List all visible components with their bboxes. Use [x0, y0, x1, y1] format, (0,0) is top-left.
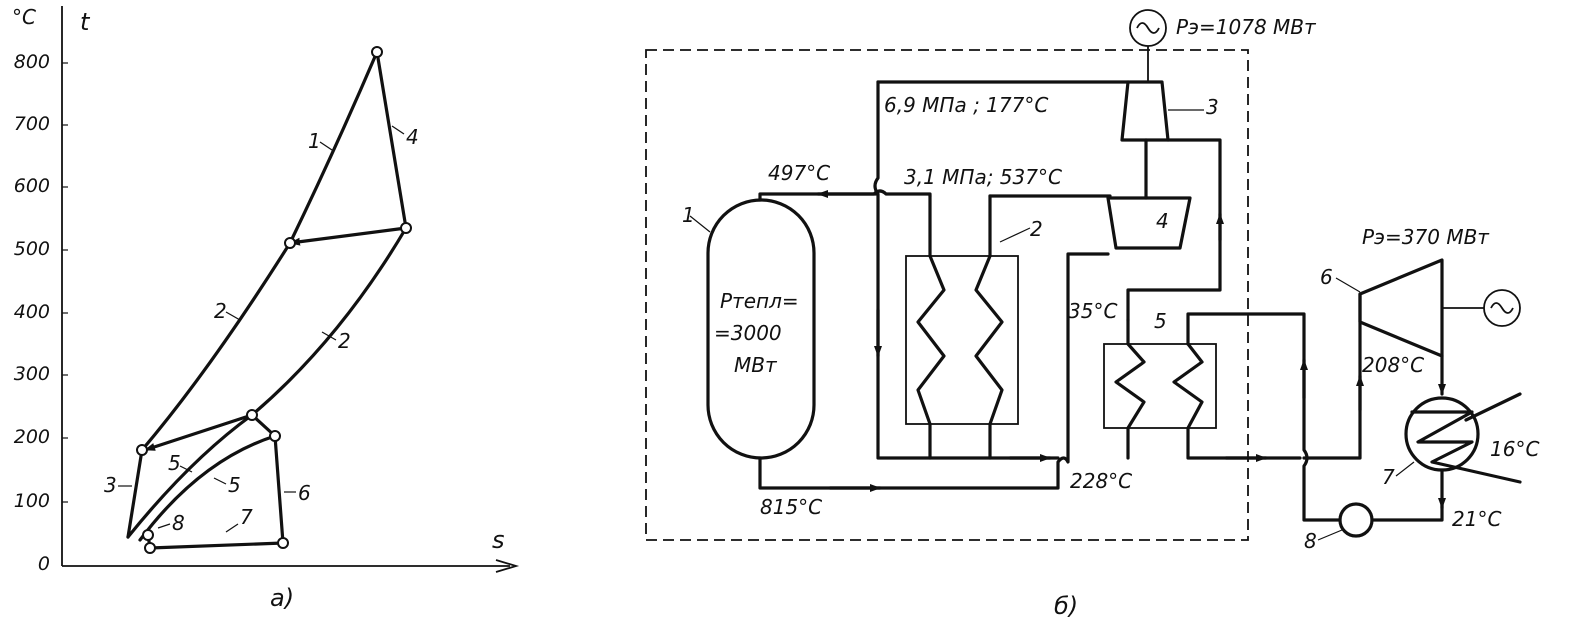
x-axis-label: s [492, 526, 505, 554]
tilde-icon [1136, 22, 1160, 34]
heat-exchanger-2 [905, 255, 1019, 425]
pump-8 [1338, 502, 1374, 538]
y-tick-label: 700 [14, 113, 50, 135]
curve-reheat-return [288, 226, 408, 246]
label-497: 497°C [768, 161, 830, 185]
tilde-icon [1490, 302, 1514, 314]
component-label-2: 2 [1030, 217, 1043, 241]
y-tick-label: 400 [14, 301, 50, 323]
y-tick-label: 300 [14, 363, 50, 385]
curve-label: 2 [338, 329, 351, 353]
pipe-to-turbine-6 [1302, 292, 1362, 460]
component-label-1: 1 [682, 203, 695, 227]
component-label-7: 7 [1382, 465, 1395, 489]
curve-5-steam [138, 434, 277, 542]
label-21: 21°C [1452, 507, 1501, 531]
label-815: 815°C [760, 495, 822, 519]
curve-label: 1 [308, 129, 321, 153]
curve-2-cooling [250, 226, 408, 417]
he2-coil-a [916, 194, 1060, 460]
reactor-power-2: =3000 [714, 321, 782, 345]
reactor-power-3: МВт [734, 353, 778, 377]
component-label-6: 6 [1320, 265, 1333, 289]
y-axis-unit: °C [12, 5, 36, 29]
curve-label: 8 [172, 511, 185, 535]
turbine-6 [1358, 258, 1444, 358]
plant-schema: Pэ=1078 МВт 3 4 1 Pтепл= =3000 МВт 2 5 [645, 9, 1539, 620]
generator-right-power: Pэ=370 МВт [1362, 225, 1490, 249]
he5-coil-b [1172, 342, 1302, 460]
component-label-5: 5 [1154, 309, 1167, 333]
pipe-left-return [873, 80, 932, 460]
compressor-4 [1106, 196, 1192, 250]
y-tick-marks [62, 62, 68, 503]
label-228: 228°C [1070, 469, 1132, 493]
curve-5-low [126, 413, 254, 539]
y-tick-label: 100 [14, 490, 50, 512]
turbine-3 [1120, 80, 1170, 142]
ts-diagram: °C t s 0 100 200 300 400 500 600 700 800 [12, 5, 520, 612]
component-label-4: 4 [1156, 209, 1169, 233]
cooling-water-in [1464, 392, 1522, 422]
y-tick-label: 0 [38, 553, 50, 575]
component-label-3: 3 [1206, 95, 1219, 119]
pipe-condensate [1370, 502, 1444, 522]
condenser-7 [1404, 396, 1480, 472]
curve-1-2-heating [140, 50, 379, 452]
curve-label: 5 [168, 451, 181, 475]
state-points [136, 46, 412, 554]
generator-right-icon [1483, 289, 1521, 327]
label-3-1mpa: 3,1 МПа; 537°C [904, 165, 1062, 189]
generator-top-power: Pэ=1078 МВт [1176, 15, 1317, 39]
curve-label: 3 [104, 473, 117, 497]
curve-label: 6 [298, 481, 311, 505]
curve-label: 5 [228, 473, 241, 497]
caption-a: а) [270, 584, 294, 612]
x-axis-arrow-icon [495, 559, 520, 573]
curve-label: 7 [240, 505, 253, 529]
curve-label: 2 [214, 299, 227, 323]
component-label-8: 8 [1304, 529, 1317, 553]
label-35: 35°C [1068, 299, 1117, 323]
he2-coil-b [974, 194, 1004, 460]
y-tick-label: 600 [14, 175, 50, 197]
curve-regenerator [143, 413, 254, 452]
pipe-turbine-to-he5 [1126, 138, 1222, 322]
curve-3-compression [126, 448, 144, 539]
pipe-815 [758, 252, 1110, 490]
reactor-boundary [645, 49, 1249, 541]
he5-coil-a [1114, 318, 1146, 460]
y-tick-label: 800 [14, 51, 50, 73]
reactor-power-1: Pтепл= [720, 289, 799, 313]
y-axis-label: t [80, 8, 91, 36]
caption-b: б) [1054, 592, 1078, 620]
y-tick-label: 200 [14, 426, 50, 448]
label-16: 16°C [1490, 437, 1539, 461]
curve-label: 4 [406, 125, 419, 149]
label-208: 208°C [1362, 353, 1424, 377]
y-tick-labels: 0 100 200 300 400 500 600 700 800 [14, 51, 50, 575]
label-6-9mpa: 6,9 МПа ; 177°C [884, 93, 1048, 117]
curve-4-expansion [375, 50, 408, 230]
curve-number-labels: 1 4 2 2 3 5 5 6 7 8 [104, 125, 419, 535]
curve-6-7-8 [146, 413, 285, 550]
condenser-coil [1410, 410, 1522, 484]
y-tick-label: 500 [14, 238, 50, 260]
heat-exchanger-5 [1103, 343, 1217, 429]
